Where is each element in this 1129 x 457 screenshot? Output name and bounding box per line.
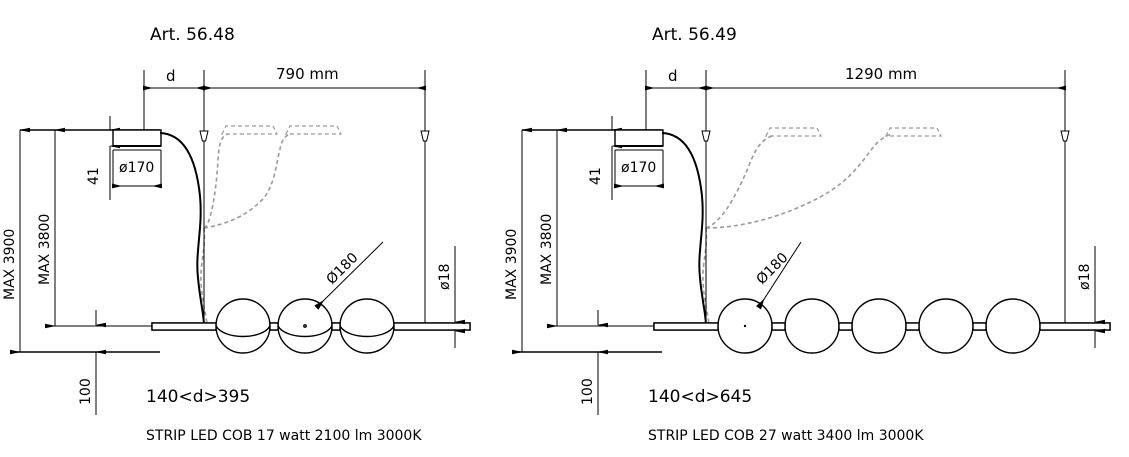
range-note: 140<d>645 <box>648 387 752 407</box>
ghost-cable-b <box>203 133 293 229</box>
dim-label-max-drop: MAX 3800 <box>539 214 555 285</box>
ghost-canopy-b <box>285 125 342 135</box>
dim-label-canopy-height: 41 <box>86 167 102 185</box>
dim-label-sphere-diameter: Ø180 <box>754 250 792 288</box>
power-cable <box>159 132 205 327</box>
dim-label-d: d <box>668 67 678 85</box>
sphere-diffuser <box>277 298 333 354</box>
ghost-cable-a <box>705 135 773 229</box>
bar-overlay <box>653 322 1111 331</box>
drawing-art-56-48: Art. 56.48 d 790 mm 41 <box>2 25 471 444</box>
ghost-canopy-a <box>221 125 278 135</box>
spec-line: STRIP LED COB 27 watt 3400 lm 3000K <box>648 428 924 444</box>
dim-label-canopy-diameter: ø170 <box>621 160 656 176</box>
sphere-diffuser <box>215 298 271 354</box>
canopy-body <box>614 129 664 147</box>
sphere-diffuser <box>985 298 1041 354</box>
sphere-group <box>717 298 1041 354</box>
ghost-canopy-a <box>765 127 822 137</box>
ghost-canopy-b <box>885 127 942 137</box>
cable-gripper-right-icon <box>420 130 430 142</box>
sphere-center-dot <box>303 324 307 328</box>
drawing-title: Art. 56.48 <box>150 25 235 45</box>
bar-segment <box>1039 322 1111 331</box>
bar-segment <box>771 322 786 331</box>
ghost-cable-a <box>203 133 229 229</box>
sphere-group <box>215 298 395 354</box>
sphere-diffuser <box>918 298 974 354</box>
dim-label-d: d <box>166 67 176 85</box>
sphere-arc <box>277 325 333 338</box>
dim-label-floor-offset: 100 <box>580 378 596 405</box>
cable-gripper-left-icon <box>701 130 711 142</box>
power-cable <box>661 132 707 327</box>
sphere-arc <box>339 325 395 338</box>
cable-gripper-right-icon <box>1060 130 1070 142</box>
leader-line-sphere-diameter <box>755 241 802 310</box>
dim-label-canopy-diameter: ø170 <box>119 160 154 176</box>
bar-segment <box>905 322 920 331</box>
dim-label-rod-diameter: ø18 <box>437 264 453 290</box>
dim-label-rod-diameter: ø18 <box>1077 264 1093 290</box>
spec-line: STRIP LED COB 17 watt 2100 lm 3000K <box>146 428 422 444</box>
drawing-art-56-49: Art. 56.49 d 1290 mm 41 ø170 <box>504 25 1111 444</box>
leader-line-sphere-diameter <box>314 241 384 310</box>
sphere-diffuser <box>339 298 395 354</box>
dim-label-canopy-height: 41 <box>588 167 604 185</box>
bar-segment <box>269 322 279 331</box>
dim-label-floor-offset: 100 <box>78 378 94 405</box>
sphere-arc <box>215 325 271 338</box>
ghost-cable-b <box>705 133 893 229</box>
bar-segment <box>151 322 217 331</box>
dim-label-max-drop: MAX 3800 <box>37 214 53 285</box>
bar-segment <box>393 322 471 331</box>
bar-segment <box>838 322 853 331</box>
bar-segment <box>972 322 987 331</box>
cable-gripper-left-icon <box>199 130 209 142</box>
canopy-body <box>112 129 162 147</box>
dim-label-span: 1290 mm <box>845 65 917 83</box>
dim-label-span: 790 mm <box>276 65 339 83</box>
sphere-diffuser <box>784 298 840 354</box>
bar-segment <box>653 322 719 331</box>
range-note: 140<d>395 <box>146 387 250 407</box>
sphere-diffuser <box>851 298 907 354</box>
dim-label-max-total: MAX 3900 <box>504 229 520 300</box>
dim-label-max-total: MAX 3900 <box>2 229 18 300</box>
bar-overlay <box>151 322 471 331</box>
sphere-center-dot <box>743 324 747 328</box>
bar-segment <box>331 322 341 331</box>
drawing-title: Art. 56.49 <box>652 25 737 45</box>
